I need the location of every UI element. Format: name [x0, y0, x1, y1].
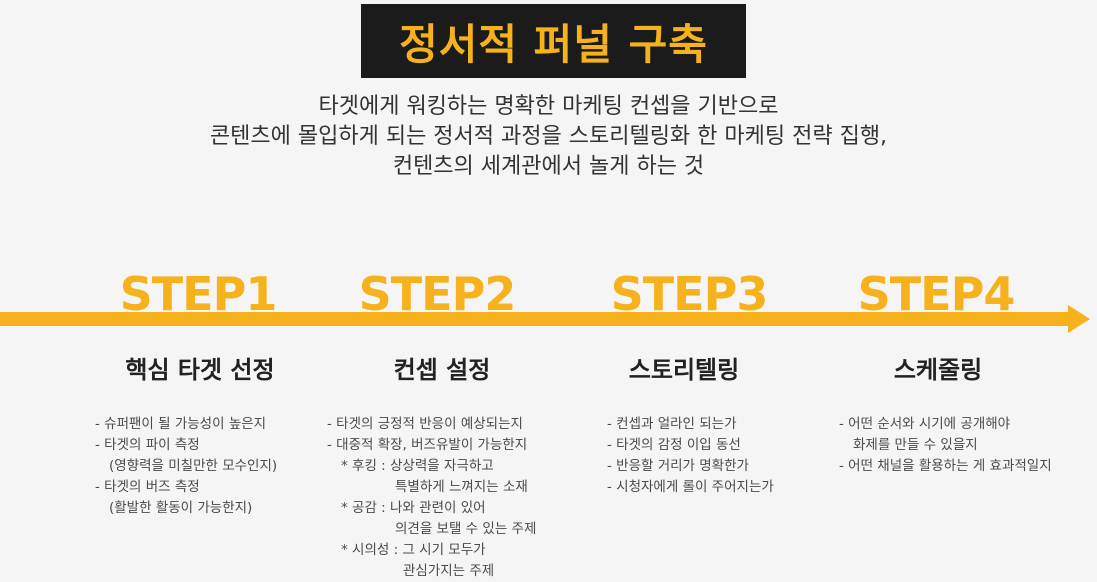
intro-text: 타겟에게 워킹하는 명확한 마케팅 컨셉을 기반으로 콘텐츠에 몰입하게 되는 … [0, 92, 1097, 182]
list-item: - 타겟의 버즈 측정 [95, 479, 200, 495]
list-item: * 후킹 : 상상력을 자극하고 [341, 458, 494, 474]
list-item: - 어떤 순서와 시기에 공개해야 [839, 416, 1011, 432]
list-item: 의견을 보탤 수 있는 주제 [395, 521, 537, 537]
list-item: (영향력을 미칠만한 모수인지) [109, 458, 278, 474]
list-item: - 대중적 확장, 버즈유발이 가능한지 [327, 437, 528, 453]
step2-label: STEP2 [358, 267, 517, 321]
list-item: - 반응할 거리가 명확한가 [607, 458, 749, 474]
step2-list: - 타겟의 긍정적 반응이 예상되는지 - 대중적 확장, 버즈유발이 가능한지… [327, 414, 536, 582]
list-item: * 공감 : 나와 관련이 있어 [341, 500, 486, 516]
step3-label: STEP3 [610, 267, 769, 321]
list-item: - 슈퍼팬이 될 가능성이 높은지 [95, 416, 267, 432]
list-item: (활발한 활동이 가능한지) [109, 500, 253, 516]
step1-label: STEP1 [119, 267, 278, 321]
step4-list: - 어떤 순서와 시기에 공개해야 화제를 만들 수 있을지 - 어떤 채널을 … [839, 414, 1052, 477]
step3-heading: 스토리텔링 [628, 356, 740, 384]
intro-line: 콘텐츠에 몰입하게 되는 정서적 과정을 스토리텔링화 한 마케팅 전략 집행, [209, 124, 888, 149]
step4-label: STEP4 [857, 267, 1016, 321]
timeline-arrow-shaft [0, 312, 1072, 326]
timeline-arrow-head-icon [1068, 305, 1090, 333]
list-item: 특별하게 느껴지는 소재 [395, 479, 528, 495]
step4-heading: 스케줄링 [893, 356, 983, 384]
intro-line: 컨텐츠의 세계관에서 놀게 하는 것 [392, 154, 705, 179]
list-item: - 어떤 채널을 활용하는 게 효과적일지 [839, 458, 1052, 474]
intro-line: 타겟에게 워킹하는 명확한 마케팅 컨셉을 기반으로 [318, 94, 779, 119]
list-item: 화제를 만들 수 있을지 [853, 437, 978, 453]
list-item: 관심가지는 주제 [403, 563, 495, 579]
step1-list: - 슈퍼팬이 될 가능성이 높은지 - 타겟의 파이 측정 (영향력을 미칠만한… [95, 414, 277, 519]
title-banner: 정서적 퍼널 구축 [361, 4, 746, 78]
step3-list: - 컨셉과 얼라인 되는가 - 타겟의 감정 이입 동선 - 반응할 거리가 명… [607, 414, 774, 498]
list-item: * 시의성 : 그 시기 모두가 [341, 542, 486, 558]
page-title: 정서적 퍼널 구축 [399, 19, 708, 69]
list-item: - 타겟의 파이 측정 [95, 437, 200, 453]
step2-heading: 컨셉 설정 [393, 356, 491, 384]
list-item: - 시청자에게 롤이 주어지는가 [607, 479, 774, 495]
list-item: - 타겟의 감정 이입 동선 [607, 437, 741, 453]
list-item: - 타겟의 긍정적 반응이 예상되는지 [327, 416, 523, 432]
step1-heading: 핵심 타겟 선정 [125, 356, 275, 384]
list-item: - 컨셉과 얼라인 되는가 [607, 416, 737, 432]
